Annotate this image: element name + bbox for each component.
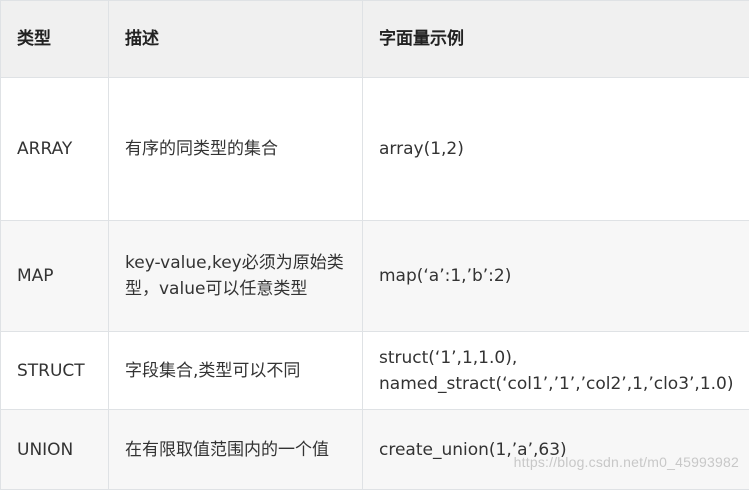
- header-example: 字面量示例: [362, 0, 749, 78]
- description-cell: key-value,key必须为原始类型，value可以任意类型: [108, 220, 363, 332]
- table-row: STRUCT 字段集合,类型可以不同 struct(‘1’,1,1.0), nam…: [0, 331, 749, 410]
- type-cell: MAP: [0, 220, 109, 332]
- table-header-row: 类型 描述 字面量示例: [0, 0, 749, 78]
- header-description: 描述: [108, 0, 363, 78]
- table-row: MAP key-value,key必须为原始类型，value可以任意类型 map…: [0, 220, 749, 332]
- description-cell: 在有限取值范围内的一个值: [108, 409, 363, 490]
- description-cell: 字段集合,类型可以不同: [108, 331, 363, 410]
- type-cell: ARRAY: [0, 77, 109, 221]
- watermark-url: https://blog.csdn.net/m0_45993982: [513, 454, 739, 470]
- example-cell: struct(‘1’,1,1.0), named_stract(‘col1’,’1…: [362, 331, 749, 410]
- type-cell: STRUCT: [0, 331, 109, 410]
- table-row: ARRAY 有序的同类型的集合 array(1,2): [0, 77, 749, 221]
- example-line: named_stract(‘col1’,’1’,’col2’,1,’clo3’,…: [379, 373, 734, 394]
- example-line: struct(‘1’,1,1.0),: [379, 347, 518, 368]
- table-row: UNION 在有限取值范围内的一个值 create_union(1,’a’,63…: [0, 409, 749, 490]
- example-cell: map(‘a’:1,’b’:2): [362, 220, 749, 332]
- example-cell: create_union(1,’a’,63): [362, 409, 749, 490]
- description-cell: 有序的同类型的集合: [108, 77, 363, 221]
- header-type: 类型: [0, 0, 109, 78]
- type-cell: UNION: [0, 409, 109, 490]
- example-cell: array(1,2): [362, 77, 749, 221]
